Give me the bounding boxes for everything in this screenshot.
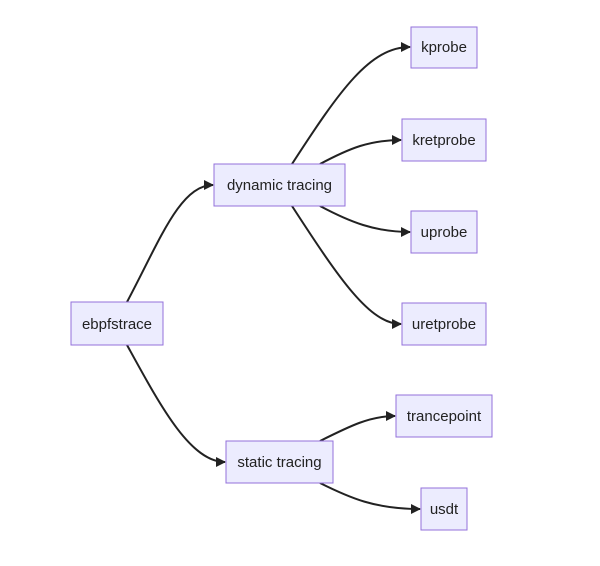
- edge-dyn-kretprobe: [319, 135, 402, 165]
- edge-dyn-uretprobe: [291, 205, 402, 329]
- edge-stat-usdt: [319, 482, 421, 514]
- node-label: kprobe: [421, 39, 467, 56]
- edge-stat-trancepoint: [319, 411, 396, 442]
- edge-dyn-kprobe: [291, 42, 411, 165]
- node-usdt: usdt: [420, 487, 468, 531]
- node-label: trancepoint: [407, 408, 482, 425]
- node-dynamic-tracing: dynamic tracing: [213, 163, 346, 207]
- node-label: kretprobe: [412, 132, 475, 149]
- node-box: [225, 440, 334, 484]
- node-box: [213, 163, 346, 207]
- node-box: [70, 301, 164, 346]
- node-box: [410, 210, 478, 254]
- edge-root-stat: [126, 344, 226, 467]
- edge-dyn-uprobe: [319, 205, 411, 237]
- node-label: ebpfstrace: [82, 316, 152, 333]
- node-box: [401, 302, 487, 346]
- node-label: uretprobe: [412, 316, 476, 333]
- node-trancepoint: trancepoint: [395, 394, 493, 438]
- edges: [126, 42, 421, 514]
- node-uprobe: uprobe: [410, 210, 478, 254]
- node-box: [410, 26, 478, 69]
- node-ebpfstrace: ebpfstrace: [70, 301, 164, 346]
- edge-root-dyn: [126, 180, 214, 303]
- node-static-tracing: static tracing: [225, 440, 334, 484]
- node-label: usdt: [430, 501, 459, 518]
- node-label: static tracing: [237, 454, 321, 471]
- node-box: [395, 394, 493, 438]
- node-box: [401, 118, 487, 162]
- node-box: [420, 487, 468, 531]
- node-uretprobe: uretprobe: [401, 302, 487, 346]
- node-label: dynamic tracing: [227, 177, 332, 194]
- node-label: uprobe: [421, 224, 468, 241]
- node-kprobe: kprobe: [410, 26, 478, 69]
- node-kretprobe: kretprobe: [401, 118, 487, 162]
